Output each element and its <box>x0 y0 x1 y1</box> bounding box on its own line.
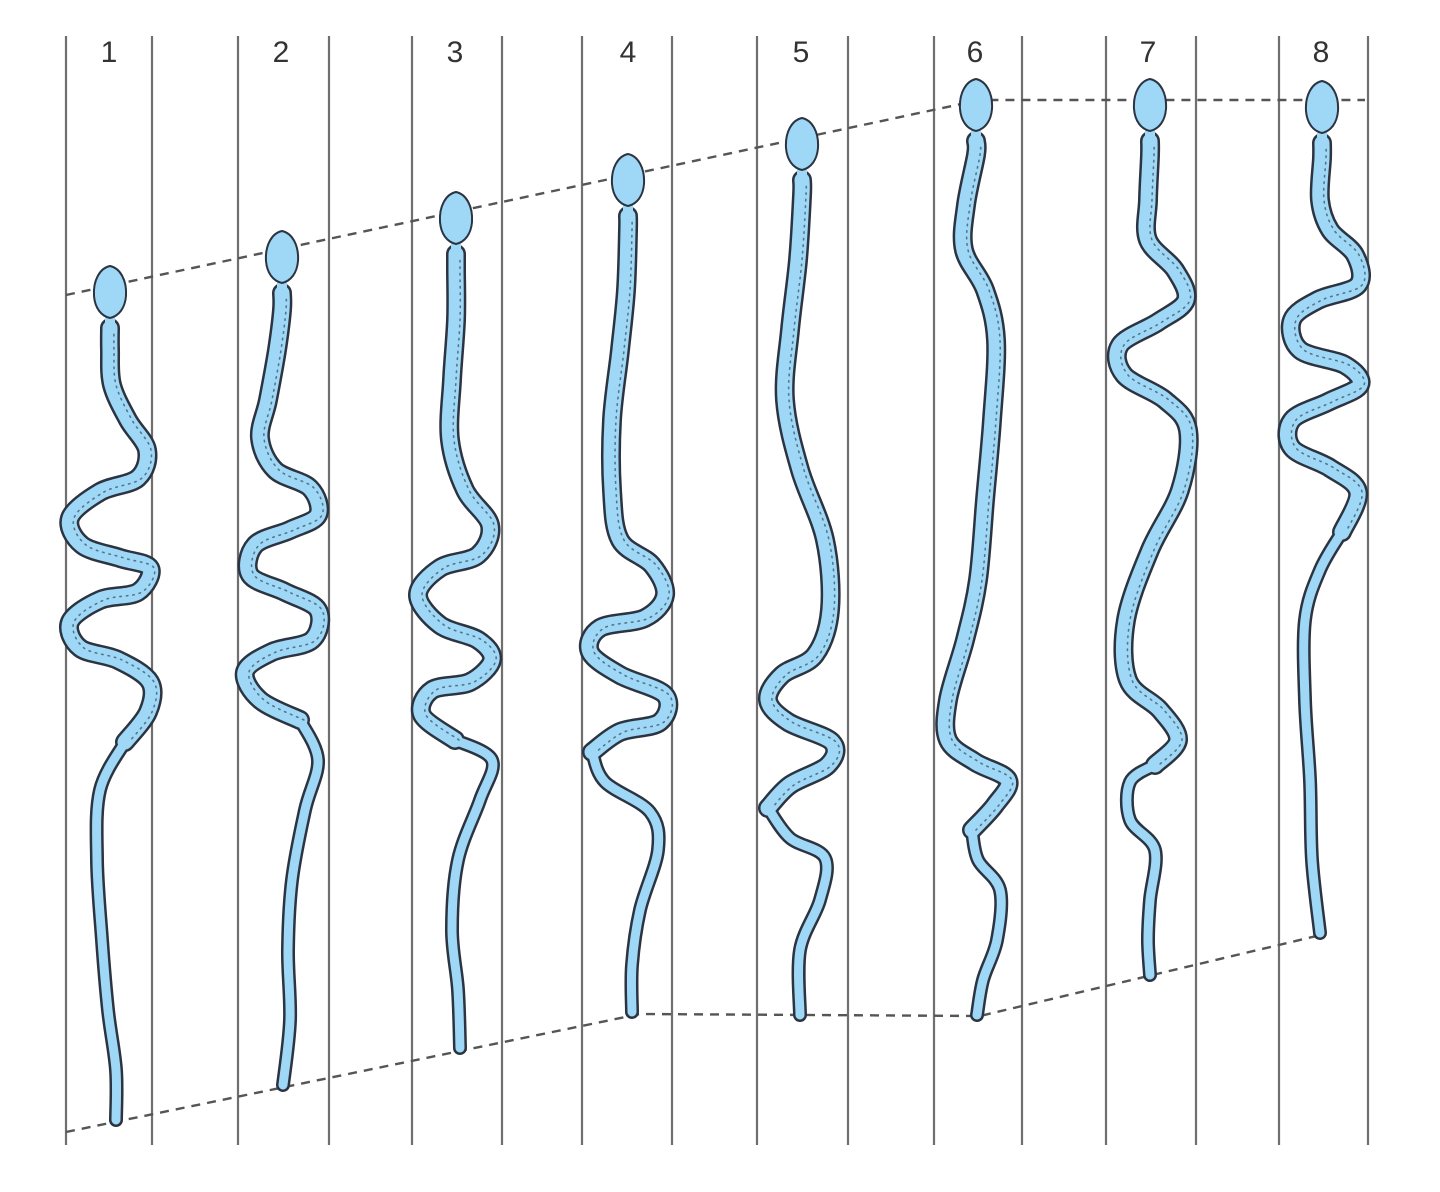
snake-body-main <box>410 246 500 748</box>
frame-label-4: 4 <box>620 36 637 69</box>
snake-stipple-texture <box>771 179 841 809</box>
snake-frame-7 <box>1106 77 1199 982</box>
snake-body-main <box>937 133 1017 838</box>
frame-label-1: 1 <box>101 36 118 69</box>
snake-stipple-texture <box>247 292 325 721</box>
snake-stipple-texture <box>592 215 674 753</box>
frame-label-7: 7 <box>1140 36 1157 69</box>
snake-neck <box>105 312 115 332</box>
frame-label-3: 3 <box>447 36 464 69</box>
snake-frame-2 <box>234 229 331 1092</box>
frame-label-5: 5 <box>793 36 810 69</box>
snake-body-main <box>1109 133 1197 773</box>
snake-body-main <box>581 208 676 760</box>
snake-neck <box>1145 125 1155 145</box>
snake-stipple-texture <box>948 140 1014 831</box>
snake-body-tail-tip <box>106 1008 119 1122</box>
snake-head <box>438 190 474 246</box>
snake-head <box>784 116 820 172</box>
frame-label-2: 2 <box>273 36 290 69</box>
tail-envelope-dashed-line <box>65 932 1326 1134</box>
snake-neck <box>451 238 461 258</box>
snake-frame-6 <box>935 77 1019 1022</box>
snakes <box>59 77 1371 1127</box>
snake-body-main <box>237 285 328 728</box>
snake-stipple-texture <box>1119 140 1194 766</box>
snake-body-tail <box>1299 527 1347 938</box>
snake-neck <box>623 200 633 220</box>
frame-label-8: 8 <box>1313 36 1330 69</box>
snake-body-tail-tip <box>629 908 642 1014</box>
snake-frame-3 <box>408 190 503 1055</box>
snake-neck <box>971 125 981 145</box>
snake-stipple-texture <box>1290 142 1366 533</box>
snake-body-tail-tip <box>281 948 292 1087</box>
snake-frame-5 <box>757 116 846 1022</box>
snake-body-tail-tip <box>797 898 822 1017</box>
snake-stipple-texture <box>72 327 158 743</box>
snake-head <box>958 77 994 133</box>
snake-head <box>264 229 300 285</box>
frame-labels: 1 2 3 4 5 6 7 8 <box>101 36 1330 69</box>
snake-body-main <box>61 320 161 750</box>
snake-body-main <box>1279 135 1369 540</box>
snake-neck <box>1317 127 1327 147</box>
snake-frame-1 <box>59 264 163 1127</box>
frame-label-6: 6 <box>967 36 984 69</box>
snake-body-main <box>760 172 843 816</box>
snake-frame-4 <box>578 152 679 1019</box>
snake-head <box>610 152 646 208</box>
snake-frame-8 <box>1277 79 1371 940</box>
snake-head <box>1304 79 1340 135</box>
snake-head <box>92 264 128 320</box>
snake-outline-body <box>935 131 1019 840</box>
snake-body-tail-tip <box>1146 898 1152 977</box>
snake-body-tail-tip <box>450 928 462 1050</box>
snake-head <box>1132 77 1168 133</box>
snake-body-tail-tip <box>1308 778 1322 935</box>
snake-neck <box>797 164 807 184</box>
snake-neck <box>277 277 287 297</box>
snake-body-tail-tip <box>975 938 999 1017</box>
snake-stipple-texture <box>421 253 497 741</box>
